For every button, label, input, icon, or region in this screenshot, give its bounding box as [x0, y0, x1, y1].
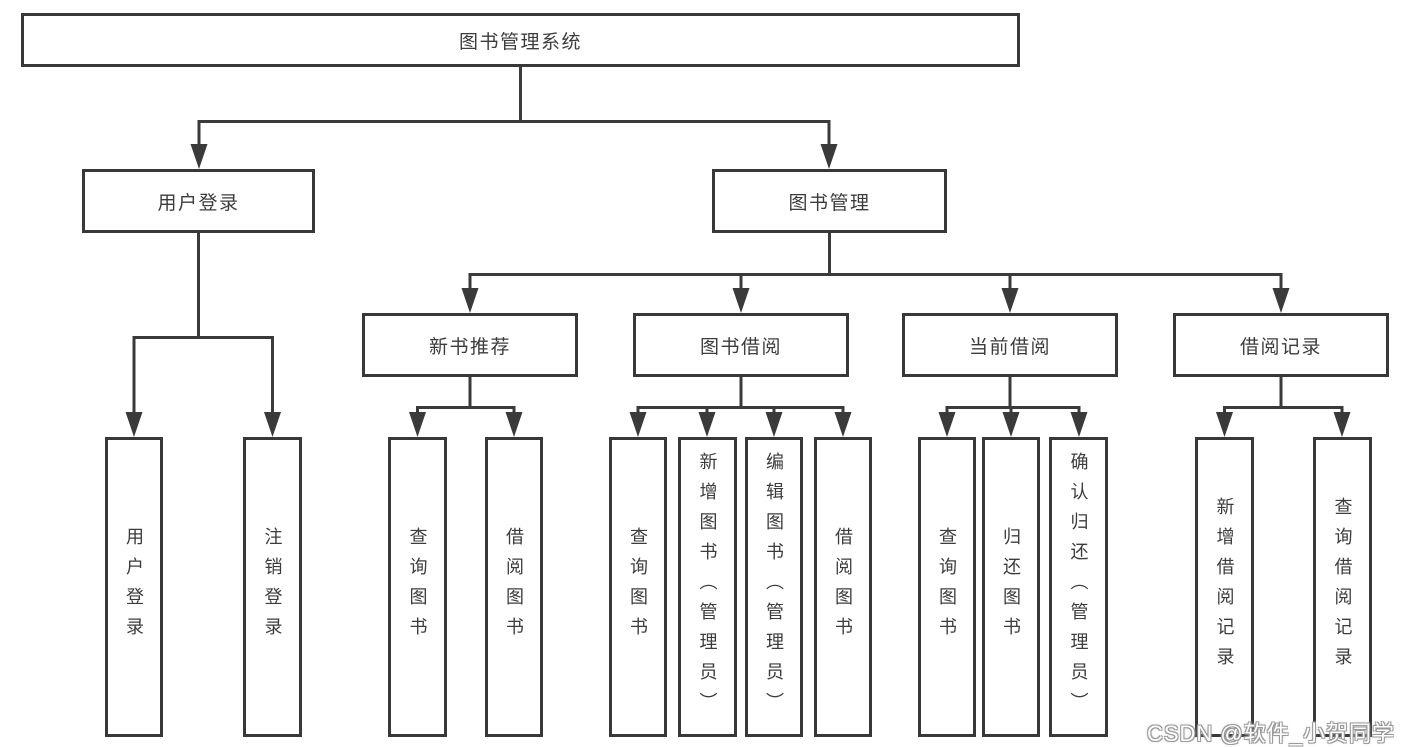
- leaf-query-books-recommend: 查询图书: [388, 437, 447, 737]
- node-root: 图书管理系统: [21, 13, 1020, 67]
- node-borrow-records: 借阅记录: [1173, 313, 1389, 377]
- csdn-watermark: CSDN @软件_小贺同学: [1146, 721, 1395, 746]
- leaf-add-book-admin: 新增图书（管理员）: [678, 437, 737, 737]
- node-book-management: 图书管理: [712, 169, 947, 233]
- leaf-query-books-borrow: 查询图书: [609, 437, 667, 737]
- leaf-borrow-books-recommend: 借阅图书: [485, 437, 543, 737]
- leaf-logout: 注销登录: [243, 437, 302, 737]
- leaf-edit-book-admin: 编辑图书（管理员）: [745, 437, 803, 737]
- leaf-return-book: 归还图书: [982, 437, 1040, 737]
- node-current-borrow: 当前借阅: [902, 313, 1118, 377]
- leaf-confirm-return-admin: 确认归还（管理员）: [1049, 437, 1108, 737]
- node-new-book-recommend: 新书推荐: [362, 313, 578, 377]
- leaf-query-books-current: 查询图书: [918, 437, 976, 737]
- leaf-user-login: 用户登录: [105, 437, 163, 737]
- node-book-borrow: 图书借阅: [633, 313, 849, 377]
- leaf-query-borrow-record: 查询借阅记录: [1313, 437, 1372, 737]
- leaf-add-borrow-record: 新增借阅记录: [1195, 437, 1254, 737]
- leaf-borrow-books: 借阅图书: [814, 437, 872, 737]
- node-user-login: 用户登录: [82, 169, 315, 233]
